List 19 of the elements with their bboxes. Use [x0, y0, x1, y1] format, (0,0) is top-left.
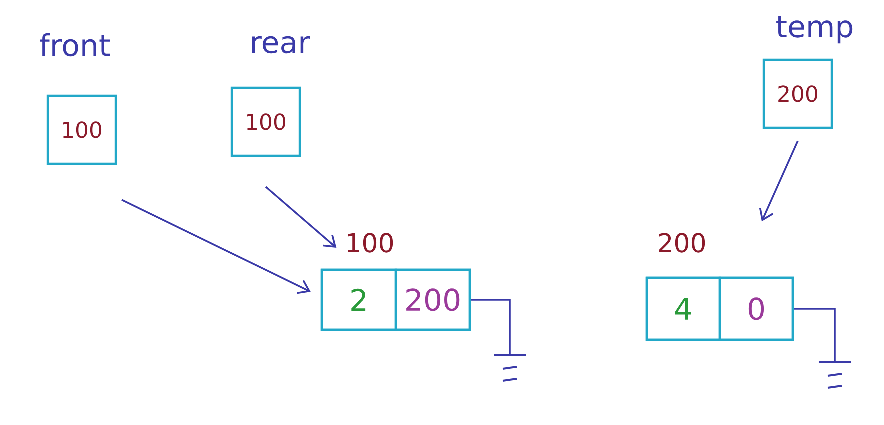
- pointer-arrow: [265, 186, 337, 248]
- ground-symbol: [819, 361, 851, 389]
- pointer-box: 100: [46, 94, 118, 166]
- variable-name: rear: [252, 36, 310, 54]
- null-link-line: [794, 308, 836, 362]
- variable-name: temp: [776, 16, 853, 44]
- variable-name: front: [40, 33, 110, 57]
- data-cell: 4: [646, 276, 722, 342]
- pointer-arrow: [759, 140, 799, 222]
- link-cell: 0: [718, 276, 794, 342]
- data-cell: 2: [320, 268, 398, 332]
- null-link-line: [471, 299, 511, 355]
- address-label: 100: [348, 233, 394, 253]
- ground-symbol: [494, 354, 526, 382]
- pointer-box: 200: [762, 58, 834, 130]
- pointer-arrow: [122, 199, 311, 294]
- address-label: 200: [659, 233, 706, 253]
- link-cell: 200: [394, 268, 472, 332]
- pointer-box: 100: [230, 86, 302, 158]
